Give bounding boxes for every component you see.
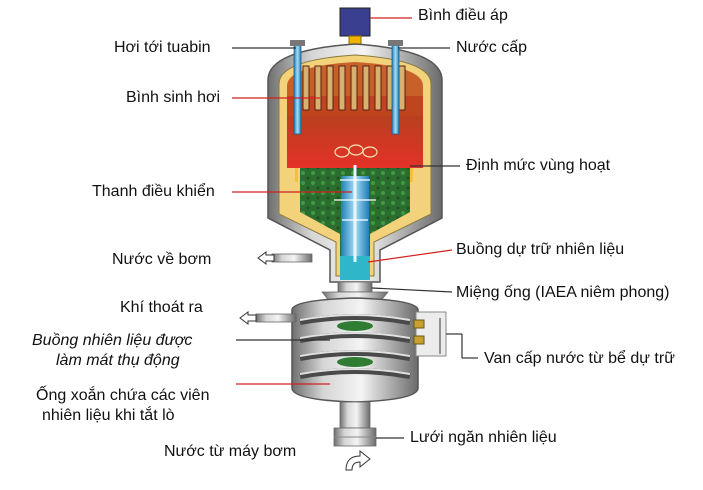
label-steam-generator: Bình sinh hơi <box>126 89 221 106</box>
side-arrows <box>295 168 413 182</box>
label-feed-water: Nước cấp <box>456 39 527 56</box>
label-coil-line2: nhiên liệu khi tắt lò <box>42 407 175 424</box>
label-steam-to-turbine: Hơi tới tuabin <box>114 39 211 56</box>
leader-lines <box>232 17 478 439</box>
gas-outlet-pipe <box>239 311 297 325</box>
label-water-from-pump: Nước từ máy bơm <box>164 443 297 460</box>
label-water-to-pump: Nước về bơm <box>112 251 212 268</box>
label-fuel-reserve-chamber: Buồng dự trữ nhiên liệu <box>456 241 625 258</box>
pump-return-pipe <box>257 251 313 265</box>
coil-tube <box>299 314 411 379</box>
bottom-pipe <box>333 401 377 447</box>
reserve-valve <box>413 311 447 357</box>
label-core-level: Định mức vùng hoạt <box>466 157 611 174</box>
label-nozzle-iaea-seal: Miệng ống (IAEA niêm phong) <box>456 284 670 301</box>
label-reserve-tank-valve: Van cấp nước từ bể dự trữ <box>484 350 675 367</box>
label-pressurizer: Bình điều áp <box>418 7 508 24</box>
label-fuel-screen: Lưới ngăn nhiên liệu <box>410 429 557 446</box>
lower-vessel <box>291 297 419 403</box>
label-coil-line1: Ống xoắn chứa các viên <box>36 387 210 404</box>
control-rod <box>334 165 376 262</box>
flow-rings <box>334 144 378 158</box>
label-gas-outlet: Khí thoát ra <box>120 299 203 316</box>
inlet-arrow <box>345 449 371 471</box>
label-passive-chamber-line2: làm mát thụ động <box>56 352 180 369</box>
label-passive-chamber-line1: Buồng nhiên liệu được <box>32 332 193 349</box>
label-control-rod: Thanh điều khiển <box>92 183 215 200</box>
steam-generator-tubes <box>302 65 406 111</box>
top-pipes <box>290 40 403 135</box>
